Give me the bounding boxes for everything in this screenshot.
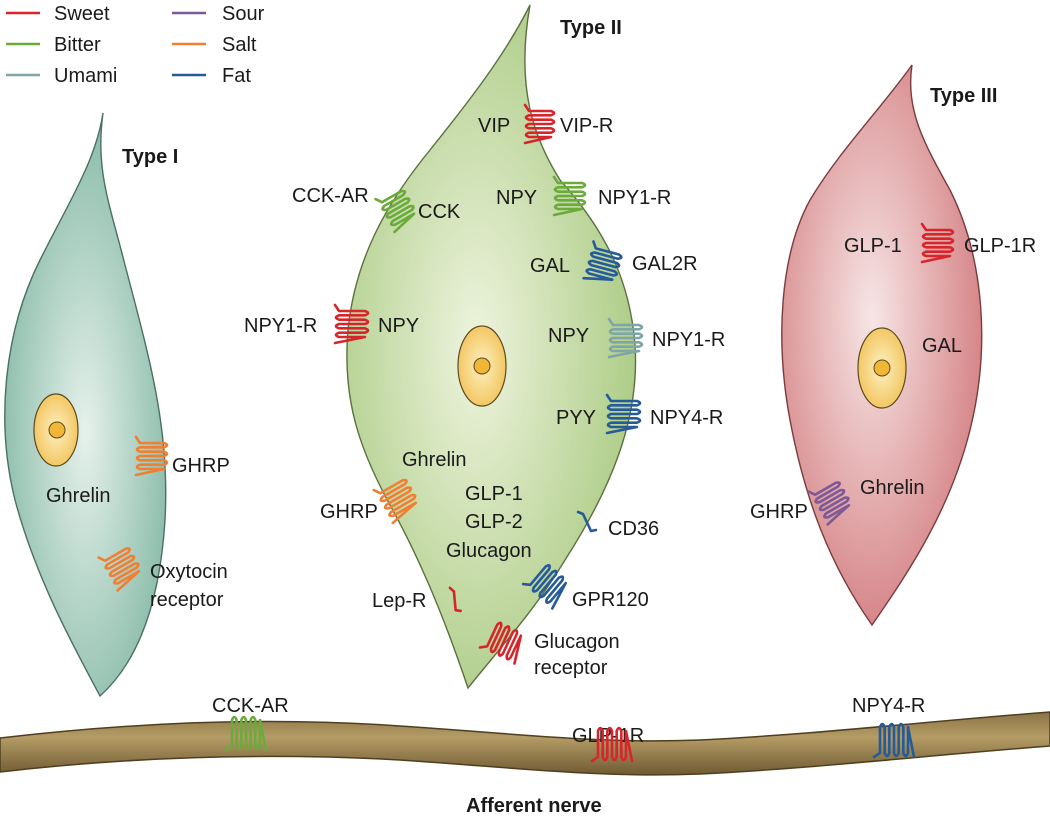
type-3-label-glp-1: GLP-1 (844, 235, 902, 257)
ghrp-receptor-type3-icon (807, 481, 851, 526)
label-npy4-r: NPY4-R (650, 407, 723, 429)
legend-label-sweet: Sweet (54, 3, 110, 25)
legend-label-umami: Umami (54, 65, 117, 87)
type-2-title: Type II (560, 17, 622, 39)
label-glucagon-receptor: Glucagon (534, 631, 620, 653)
afferent-nerve: Afferent nerve CCK-AR GLP-1R NPY4-R (0, 695, 1050, 816)
label-ghrp: GHRP (320, 501, 378, 523)
nerve-label-npy4-r: NPY4-R (852, 695, 925, 717)
oxytocin-receptor-icon (97, 547, 141, 592)
ghrp-receptor-type2-icon (372, 478, 418, 525)
gal2r-receptor-icon (582, 240, 623, 281)
type-1-label-receptor: receptor (150, 589, 224, 611)
type-3-title: Type III (930, 85, 997, 107)
label-npy1-r-right: NPY1-R (652, 329, 725, 351)
type-1-label-ghrp: GHRP (172, 455, 230, 477)
npy1-r-left-receptor-icon (333, 303, 370, 345)
npy1-r-upper-receptor-icon (552, 175, 587, 217)
label-vip-r: VIP-R (560, 115, 613, 137)
receptor-glyphs (97, 103, 955, 763)
label-glp-2: GLP-2 (465, 511, 523, 533)
label-gal: GAL (530, 255, 570, 277)
type-1-cell: Type I Ghrelin GHRP Oxytocin receptor (4, 112, 230, 698)
type-1-title: Type I (122, 146, 178, 168)
npy4-r-receptor-icon (605, 393, 642, 435)
label-npy-right: NPY (548, 325, 589, 347)
type-1-hormone-ghrelin: Ghrelin (46, 485, 110, 507)
label-vip: VIP (478, 115, 510, 137)
npy1-r-right-receptor-icon (607, 317, 644, 359)
lep-r-receptor-icon (448, 586, 462, 613)
legend: Sweet Bitter Umami Sour Salt Fat (6, 3, 265, 87)
type-1-nucleolus (48, 421, 66, 439)
glucagon-receptor-icon (478, 621, 523, 665)
nerve-npy4-r-receptor-icon (872, 722, 916, 759)
label-pyy: PYY (556, 407, 596, 429)
type-1-cell-body (4, 112, 167, 698)
legend-label-bitter: Bitter (54, 34, 101, 56)
ghrp-receptor-type1-icon (134, 435, 169, 477)
type-3-nucleolus (873, 359, 891, 377)
cd36-receptor-icon (576, 510, 598, 533)
label-cck-ar: CCK-AR (292, 185, 369, 207)
type-2-cell: Type II VIP VIP-R CCK-AR CCK NPY NPY1-R … (244, 4, 725, 690)
label-glucagon: Glucagon (446, 540, 532, 562)
label-glp-1: GLP-1 (465, 483, 523, 505)
nerve-glp-1r-receptor-icon (590, 726, 634, 763)
label-glucagon-receptor-2: receptor (534, 657, 608, 679)
label-ghrelin: Ghrelin (402, 449, 466, 471)
label-npy1-r-upper: NPY1-R (598, 187, 671, 209)
glp-1r-receptor-icon (920, 222, 955, 264)
legend-label-sour: Sour (222, 3, 265, 25)
type-3-label-ghrp: GHRP (750, 501, 808, 523)
label-cck: CCK (418, 201, 461, 223)
nerve-label-cck-ar: CCK-AR (212, 695, 289, 717)
label-npy-upper: NPY (496, 187, 537, 209)
label-lep-r: Lep-R (372, 590, 426, 612)
nerve-fiber (0, 711, 1050, 776)
type-3-cell: Type III GLP-1 GLP-1R GAL Ghrelin GHRP (750, 64, 1036, 627)
label-npy-left: NPY (378, 315, 419, 337)
type-3-label-ghrelin: Ghrelin (860, 477, 924, 499)
label-cd36: CD36 (608, 518, 659, 540)
legend-label-fat: Fat (222, 65, 251, 87)
type-3-label-glp-1r: GLP-1R (964, 235, 1036, 257)
nerve-title: Afferent nerve (466, 795, 602, 816)
gpr120-receptor-icon (521, 564, 567, 610)
label-npy1-r-left: NPY1-R (244, 315, 317, 337)
type-1-label-oxytocin: Oxytocin (150, 561, 228, 583)
type-2-nucleolus (473, 357, 491, 375)
cck-ar-receptor-icon (374, 189, 416, 234)
vip-r-receptor-icon (523, 103, 556, 145)
nerve-cck-ar-receptor-icon (224, 715, 268, 752)
type-3-label-gal: GAL (922, 335, 962, 357)
label-gpr120: GPR120 (572, 589, 649, 611)
label-gal2r: GAL2R (632, 253, 698, 275)
legend-label-salt: Salt (222, 34, 257, 56)
